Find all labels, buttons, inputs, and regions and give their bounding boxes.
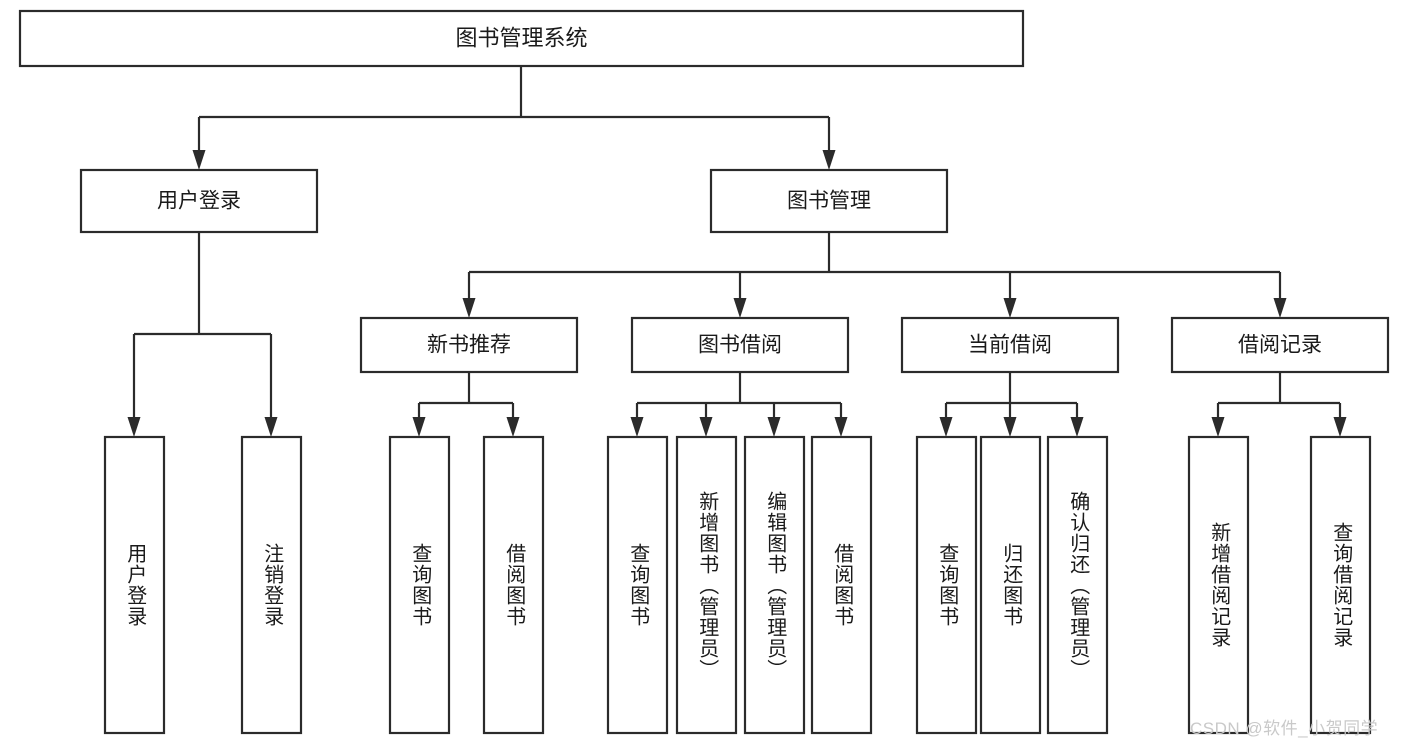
node-leaf-logout[interactable]: [240, 435, 303, 735]
connector-recommend-to-leaves: [412, 372, 520, 437]
node-borrow-record[interactable]: 借阅记录: [1170, 316, 1390, 374]
node-leaf-user-login[interactable]: [103, 435, 166, 735]
node-leaf-return-book[interactable]: [979, 435, 1042, 735]
node-leaf-add-record[interactable]: [1187, 435, 1250, 735]
node-leaf-query-book-2[interactable]: [606, 435, 669, 735]
node-book-manage[interactable]: 图书管理: [709, 168, 949, 234]
node-user-login-label: 用户登录: [157, 190, 241, 213]
node-new-book-recommend-label: 新书推荐: [427, 334, 511, 357]
node-root-system[interactable]: 图书管理系统: [18, 9, 1025, 68]
node-leaf-confirm-return[interactable]: [1046, 435, 1109, 735]
node-book-manage-label: 图书管理: [787, 190, 871, 213]
node-leaf-query-book-1[interactable]: [388, 435, 451, 735]
node-borrow-record-label: 借阅记录: [1238, 334, 1322, 357]
connector-root-to-level2: [192, 66, 836, 170]
connector-record-to-leaves: [1211, 372, 1347, 437]
connector-borrow-to-leaves: [630, 372, 848, 437]
node-current-borrow[interactable]: 当前借阅: [900, 316, 1120, 374]
connectors-layer: [127, 66, 1347, 437]
node-leaf-query-record[interactable]: [1309, 435, 1372, 735]
node-user-login[interactable]: 用户登录: [79, 168, 319, 234]
node-current-borrow-label: 当前借阅: [968, 334, 1052, 357]
connector-user-login-to-leaves: [127, 232, 278, 437]
node-new-book-recommend[interactable]: 新书推荐: [359, 316, 579, 374]
node-leaf-edit-book[interactable]: [743, 435, 806, 735]
connector-current-to-leaves: [939, 372, 1084, 437]
node-leaf-borrow-book-1[interactable]: [482, 435, 545, 735]
connector-book-manage-to-level3: [462, 232, 1287, 318]
node-root-system-label: 图书管理系统: [455, 25, 587, 50]
node-leaf-add-book[interactable]: [675, 435, 738, 735]
node-leaf-query-book-3[interactable]: [915, 435, 978, 735]
node-book-borrow[interactable]: 图书借阅: [630, 316, 850, 374]
node-book-borrow-label: 图书借阅: [698, 334, 782, 357]
csdn-watermark: CSDN @软件_小贺同学: [1190, 719, 1379, 738]
node-leaf-borrow-book-2[interactable]: [810, 435, 873, 735]
